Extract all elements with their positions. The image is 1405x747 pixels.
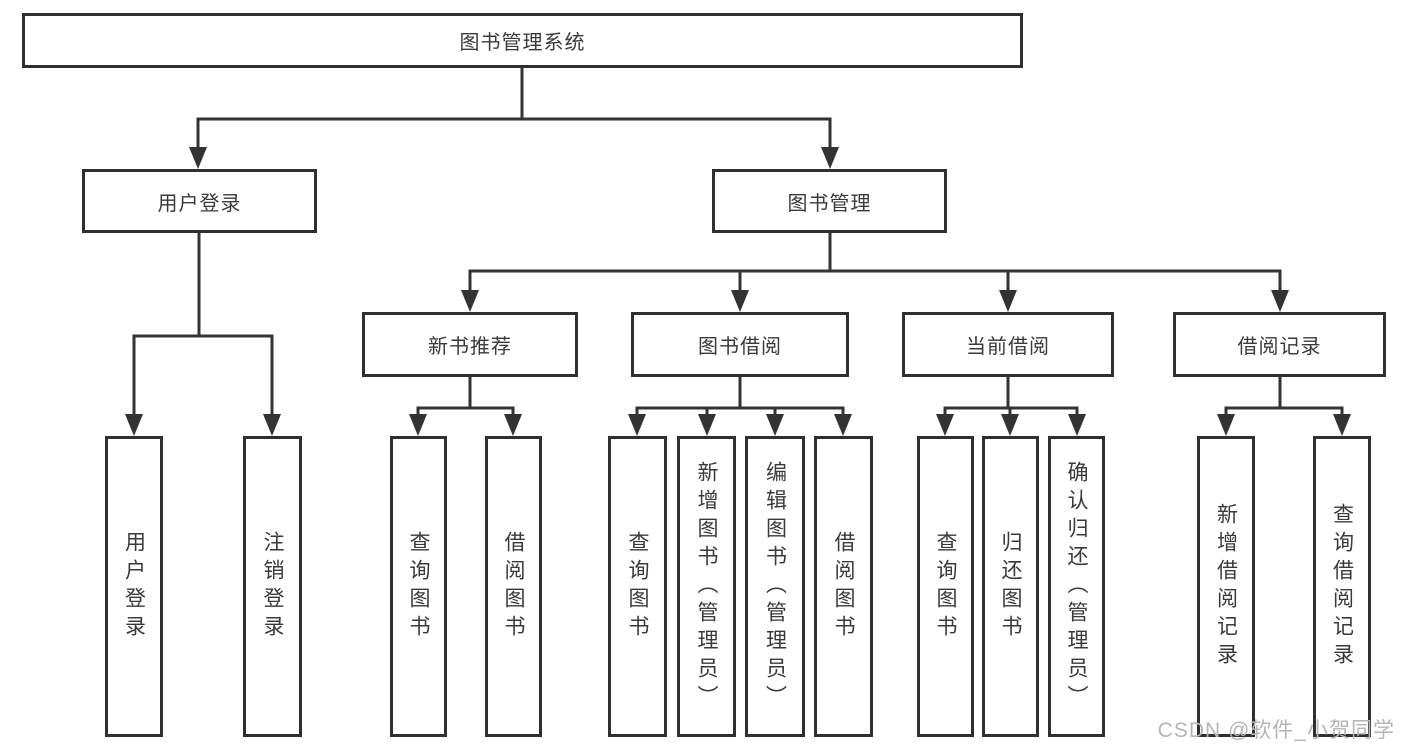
node-borrow-books-borrowing: 借阅图书: [814, 436, 873, 737]
arrowheads: [125, 147, 1351, 436]
node-current-borrowing: 当前借阅: [902, 312, 1114, 377]
node-book-borrowing: 图书借阅: [631, 312, 849, 377]
node-add-borrow-record: 新增借阅记录: [1197, 436, 1255, 737]
node-edit-book-admin: 编辑图书（管理员）: [745, 436, 805, 737]
node-borrow-books-recommend: 借阅图书: [485, 436, 542, 737]
node-logout: 注销登录: [243, 436, 302, 737]
node-return-books: 归还图书: [982, 436, 1039, 737]
node-library-management-system: 图书管理系统: [22, 13, 1023, 68]
node-book-management: 图书管理: [712, 169, 947, 233]
node-user-login: 用户登录: [105, 436, 163, 737]
node-confirm-return-admin: 确认归还（管理员）: [1048, 436, 1105, 737]
node-borrow-records: 借阅记录: [1173, 312, 1386, 377]
node-query-books-current: 查询图书: [917, 436, 974, 737]
node-new-book-recommendation: 新书推荐: [362, 312, 578, 377]
node-query-books-borrowing: 查询图书: [608, 436, 667, 737]
node-query-books-recommend: 查询图书: [390, 436, 447, 737]
node-add-book-admin: 新增图书（管理员）: [677, 436, 736, 737]
node-query-borrow-record: 查询借阅记录: [1313, 436, 1371, 737]
csdn-watermark: CSDN @软件_小贺同学: [1157, 719, 1395, 742]
node-user-login-group: 用户登录: [82, 169, 317, 233]
